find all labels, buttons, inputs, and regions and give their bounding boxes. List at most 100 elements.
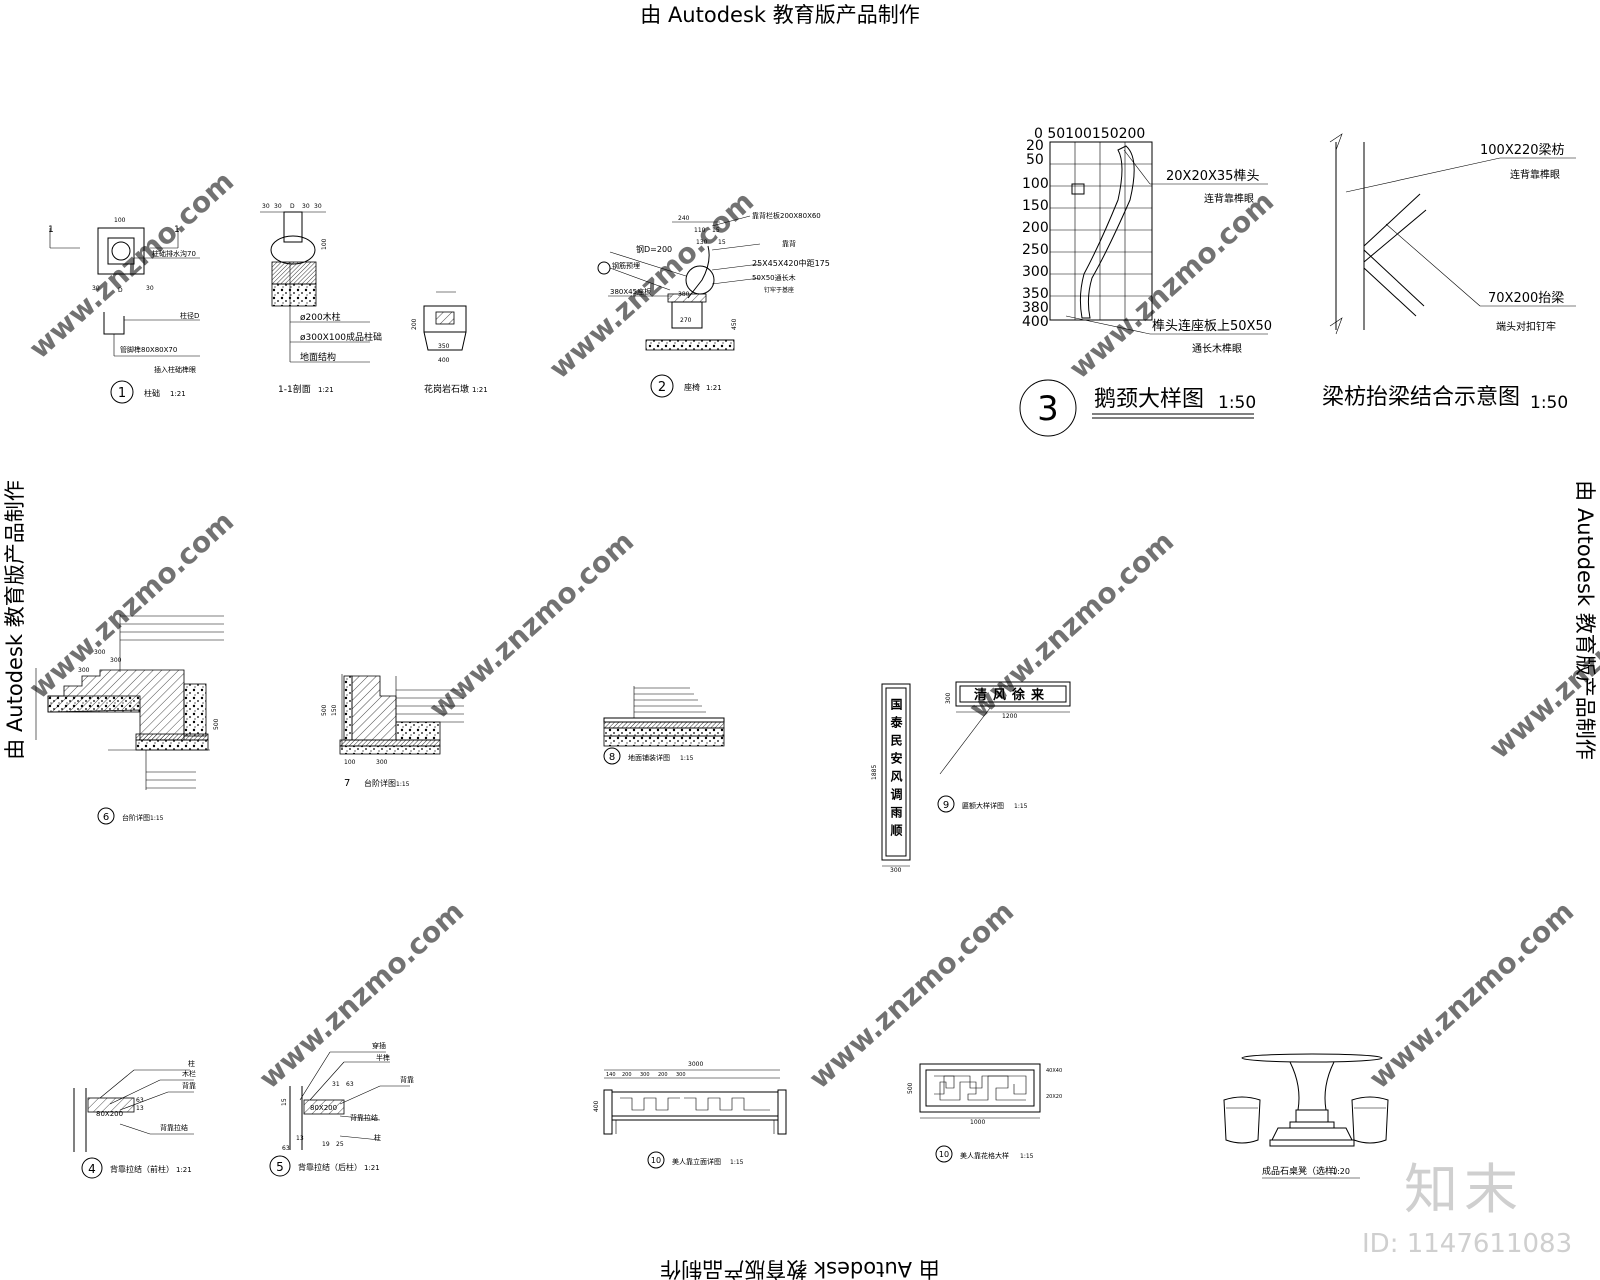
detail-scale: 1:21 xyxy=(472,386,488,394)
d4-note: 木栏 xyxy=(182,1069,196,1078)
d3-y-tick: 200 xyxy=(1022,220,1049,236)
d2-note: 25X45X420中距175 xyxy=(752,258,830,268)
detail-title: 背靠拉结（后柱） xyxy=(298,1162,362,1172)
d1s-dim: 100 xyxy=(321,238,328,250)
d2-dim: 130 xyxy=(696,239,708,246)
d1s-dim: D xyxy=(290,203,295,210)
d3-y-tick: 20 xyxy=(1026,138,1044,154)
d10a-dim: 300 xyxy=(676,1072,686,1078)
detail-5-back-tie-rear: 穿插 半榫 背靠 80X200 背靠拉结 柱 31 63 15 19 25 63… xyxy=(269,1041,414,1177)
d1-dim: 30 xyxy=(92,285,100,292)
detail-title: 台阶详图 xyxy=(122,813,150,822)
d1s-dim: 30 xyxy=(302,203,310,210)
detail-title: 梁枋抬梁结合示意图 xyxy=(1322,385,1520,410)
detail-title: 座椅 xyxy=(684,382,700,392)
detail-scale: 1:21 xyxy=(170,390,186,398)
d10a-dim: 140 xyxy=(606,1072,616,1078)
detail-number: 7 xyxy=(344,778,350,789)
d3-grid xyxy=(1049,141,1153,321)
detail-number-circle xyxy=(647,1151,665,1169)
d2-note: 钉牢于基座 xyxy=(764,286,794,294)
detail-number-circle xyxy=(110,380,134,404)
watermark-text: www.znzmo.com xyxy=(543,185,761,386)
d2-dim: 15 xyxy=(712,227,720,234)
detail-3-goose-neck: 0 50100150200 20 50 100 150 200 250 300 … xyxy=(1019,126,1272,437)
bj-note: 70X200抬梁 xyxy=(1488,291,1564,306)
detail-number: 10 xyxy=(651,1156,661,1165)
brand-logo-text: 知末 xyxy=(1404,1158,1524,1221)
d10b-dim: 500 xyxy=(907,1082,914,1094)
detail-number-circle xyxy=(935,1145,953,1163)
detail-scale: 1:15 xyxy=(730,1159,744,1166)
d2-dim: 15 xyxy=(718,239,726,246)
detail-stone-table: 成品石桌凳（选样） 1:20 xyxy=(1223,1053,1389,1179)
detail-number: 10 xyxy=(939,1150,949,1159)
d7-dim: 500 xyxy=(321,704,328,716)
d10a-dim: 400 xyxy=(593,1100,600,1112)
d5-note: 31 xyxy=(332,1081,340,1088)
d6-dim: 300 xyxy=(94,649,106,656)
detail-scale: 1:21 xyxy=(364,1164,380,1172)
section-mark-left: 1 xyxy=(48,225,54,235)
detail-10-lattice: 1000 500 40X40 20X20 10 美人靠花格大样 1:15 xyxy=(907,1063,1062,1163)
d1-note: 管脚榫80X80X70 xyxy=(120,345,177,354)
detail-title: 美人靠立面详图 xyxy=(672,1157,721,1166)
d3-y-tick: 100 xyxy=(1022,176,1049,192)
d1s-note: ø300X100成品柱础 xyxy=(300,331,382,343)
d3-y-tick: 50 xyxy=(1026,152,1044,168)
d9-dim: 300 xyxy=(945,692,952,704)
detail-number-circle xyxy=(81,1157,103,1179)
d1s-dim: 30 xyxy=(262,203,270,210)
detail-title: 台阶详图 xyxy=(364,778,396,788)
detail-scale: 1:50 xyxy=(1218,393,1256,413)
d1s-dim: 30 xyxy=(314,203,322,210)
d6-dim: 500 xyxy=(213,718,220,730)
detail-number: 8 xyxy=(609,752,615,763)
bj-note: 端头对扣钉牢 xyxy=(1496,320,1556,333)
d2-dim: 110 xyxy=(694,227,706,234)
detail-title: 柱础 xyxy=(144,388,160,398)
plaque-vertical: 国泰民安风调雨顺 xyxy=(889,698,903,842)
detail-scale: 1:15 xyxy=(150,815,164,822)
d3-y-tick: 380 xyxy=(1022,300,1049,316)
d1-note: 柱径D xyxy=(180,311,199,320)
detail-beam-joint: 100X220梁枋 连背靠榫眼 70X200抬梁 端头对扣钉牢 梁枋抬梁结合示意… xyxy=(1322,133,1576,413)
d5-note: 穿插 xyxy=(372,1041,386,1050)
d2-note: 靠背栏板200X80X60 xyxy=(752,211,821,220)
d5-note: 15 xyxy=(281,1098,288,1106)
d7-dim: 150 xyxy=(331,704,338,716)
detail-2-seat: 240 110 130 15 15 380 270 450 钢D=200 钢筋预… xyxy=(597,211,830,398)
d1s-note: ø200木柱 xyxy=(300,311,341,323)
detail-title: 匾额大样详图 xyxy=(962,801,1004,810)
d5-note: 13 xyxy=(296,1135,304,1142)
d3-note: 连背靠榫眼 xyxy=(1204,192,1254,205)
detail-number-circle xyxy=(97,807,115,825)
detail-flower-stone: 350 400 200 花岗岩石墩 1:21 xyxy=(411,291,488,395)
banner-bottom: 由 Autodesk 教育版产品制作 xyxy=(660,1257,939,1280)
d9-dim: 300 xyxy=(890,867,902,874)
d2-note: 50X50通长木 xyxy=(752,273,796,282)
detail-10-railing-elevation: 3000 140 200 300 200 300 400 10 美人靠立面详图 … xyxy=(593,1061,787,1169)
d4-note: 背靠拉结 xyxy=(160,1123,188,1132)
image-id: ID: 1147611083 xyxy=(1362,1229,1572,1259)
d7-dim: 300 xyxy=(376,759,388,766)
detail-scale: 1:21 xyxy=(706,384,722,392)
d5-note: 半榫 xyxy=(376,1053,390,1062)
d4-note: 柱 xyxy=(188,1059,195,1068)
watermark-text: www.znzmo.com xyxy=(803,895,1021,1096)
watermark-text: www.znzmo.com xyxy=(423,525,641,726)
fs-dim: 200 xyxy=(411,318,418,330)
detail-number: 4 xyxy=(88,1162,96,1176)
watermark-text: www.znzmo.com xyxy=(23,165,241,366)
d5-note: 63 xyxy=(346,1081,354,1088)
d10a-dim: 300 xyxy=(640,1072,650,1078)
detail-title: 鹅颈大样图 xyxy=(1094,387,1204,412)
d3-y-tick: 400 xyxy=(1022,314,1049,330)
d1-dim: D xyxy=(118,287,123,294)
detail-9-plaque: 清风徐来 1200 300 国泰民安风调雨顺 1885 300 9 匾额大样详图… xyxy=(871,681,1071,874)
banner-top: 由 Autodesk 教育版产品制作 xyxy=(640,3,919,27)
d5-note: 80X200 xyxy=(310,1104,337,1112)
d9-dim: 1200 xyxy=(1002,713,1017,720)
d5-note: 63 xyxy=(282,1145,290,1152)
